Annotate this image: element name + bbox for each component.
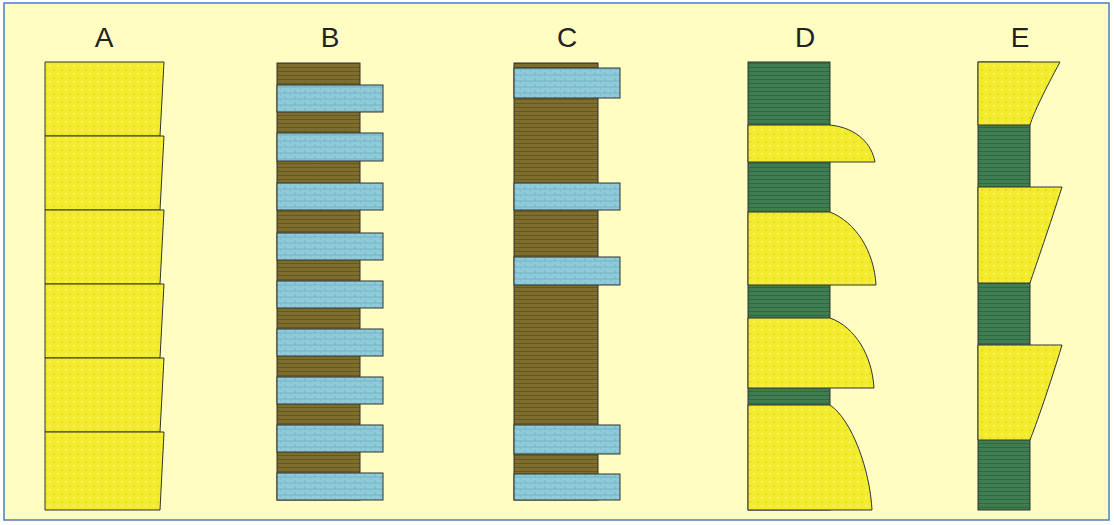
column-letter: C — [557, 24, 577, 52]
column-e — [978, 62, 1062, 510]
limestone-bed — [277, 233, 383, 260]
limestone-bed — [514, 425, 620, 454]
sandstone-bed — [748, 405, 872, 510]
limestone-bed — [514, 183, 620, 210]
sandstone-bed — [978, 187, 1062, 283]
sandstone-bed — [748, 125, 875, 162]
sandstone-bed — [45, 432, 164, 510]
column-letter: E — [1011, 24, 1030, 52]
background-frame — [4, 3, 1109, 520]
sandstone-bed — [748, 212, 876, 285]
limestone-bed — [277, 133, 383, 161]
column-letter: D — [795, 24, 815, 52]
sandstone-bed — [978, 345, 1062, 440]
sandstone-bed — [978, 62, 1060, 125]
sandstone-bed — [45, 62, 164, 136]
limestone-bed — [277, 329, 383, 356]
limestone-bed — [277, 377, 383, 404]
sandstone-bed — [45, 358, 164, 432]
column-b — [277, 63, 383, 500]
column-letter: B — [321, 24, 340, 52]
limestone-bed — [277, 183, 383, 210]
column-letter: A — [95, 24, 114, 52]
column-c — [514, 63, 620, 500]
limestone-bed — [514, 68, 620, 98]
limestone-bed — [277, 85, 383, 112]
sandstone-bed — [45, 136, 164, 210]
limestone-bed — [277, 281, 383, 308]
limestone-bed — [514, 474, 620, 500]
sandstone-bed — [748, 318, 874, 388]
limestone-bed — [277, 425, 383, 452]
sandstone-bed — [45, 210, 164, 284]
limestone-bed — [277, 473, 383, 500]
sandstone-bed — [45, 284, 164, 358]
limestone-bed — [514, 257, 620, 285]
column-a — [45, 62, 164, 510]
column-d — [748, 62, 876, 510]
shale-bed — [978, 62, 1030, 510]
